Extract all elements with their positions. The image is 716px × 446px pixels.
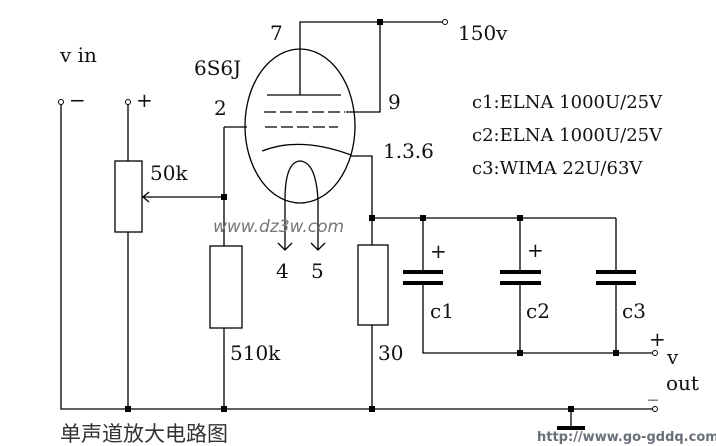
vacuum-tube [244,48,356,251]
parts-list-c2: c2:ELNA 1000U/25V [472,125,663,146]
c2-plus-label: + [527,238,544,262]
diagram-title: 单声道放大电路图 [60,422,228,446]
grid-resistor-label: 510k [230,341,281,365]
pin-cathode-label: 1.3.6 [383,139,434,163]
vin-minus-label: − [69,88,86,112]
capacitors [403,270,636,285]
c3-plate [596,281,636,285]
c1-plus-label: + [430,239,447,263]
potentiometer-50k [114,160,143,233]
parts-list-c1: c1:ELNA 1000U/25V [472,92,663,113]
watermark-corner: http://www.go-gddq.com [537,430,716,445]
wires [60,21,655,428]
c1-label: c1 [430,299,454,323]
pin-4-label: 4 [276,259,289,283]
pot-label: 50k [150,161,188,185]
vout-minus-terminal [652,406,658,412]
resistor-510k [209,245,243,329]
tube-label: 6S6J [194,56,241,80]
cathode-resistor-label: 30 [378,341,403,365]
terminals [58,19,658,412]
vin-minus-terminal [58,99,64,105]
cathode [261,143,352,156]
watermark-center: www.dz3w.com [213,217,344,237]
pin-7-label: 7 [270,21,283,45]
c3-plate [596,270,636,274]
c1-plate [403,281,443,285]
vin-plus-label: + [136,88,153,112]
c2-label: c2 [526,299,550,323]
supply-terminal [442,19,448,25]
vin-label: v in [59,43,97,67]
vout-out-label: out [666,371,699,395]
parts-list-c3: c3:WIMA 22U/63V [472,158,643,179]
pin-5-label: 5 [311,259,324,283]
heater [284,160,319,250]
c2-plate [500,270,541,274]
supply-label: 150v [458,21,508,45]
pin-9-label: 9 [388,90,401,114]
c2-plate [500,281,541,285]
vout-plus-terminal [652,350,658,356]
pin-2-label: 2 [214,96,227,120]
junction-dots [125,19,619,412]
c1-plate [403,270,443,274]
wiper-arrow-icon [141,191,150,203]
heater-arrow-icons [277,242,326,251]
c3-label: c3 [622,299,646,323]
vout-plus-label: + [649,327,666,351]
vout-v-label: v [666,345,679,369]
vout-minus-label: _ [648,377,658,401]
ground-symbol [557,426,585,430]
vin-plus-terminal [125,99,131,105]
resistor-30 [357,244,389,326]
